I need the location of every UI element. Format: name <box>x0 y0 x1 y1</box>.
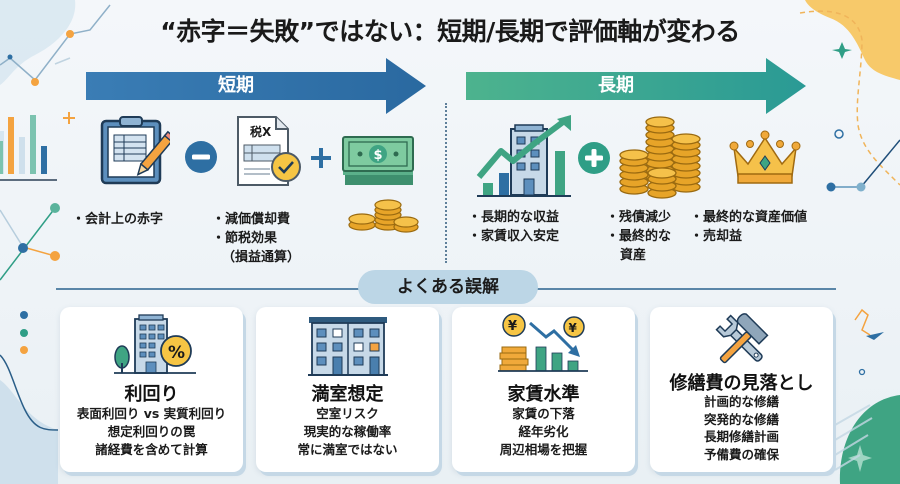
short-long-divider <box>445 103 447 263</box>
plus-circle-icon <box>578 142 610 174</box>
svg-text:¥: ¥ <box>508 319 517 334</box>
card-lines: 家賃の下落 経年劣化 周辺相場を把握 <box>452 405 635 459</box>
svg-text:¥: ¥ <box>569 321 578 335</box>
misconception-card-rent-level: ¥ ¥ 家賃水準 家賃の下落 経年劣化 周辺相場を把握 <box>452 307 635 472</box>
decor-plus-left <box>63 112 75 124</box>
decor-bar-chart-left <box>0 115 57 181</box>
decor-wave-bottom-left <box>0 380 58 484</box>
bullet-continuation: 資産 <box>620 248 647 263</box>
card-line: 周辺相場を把握 <box>499 442 588 457</box>
building-percent-icon: % <box>114 314 196 374</box>
bullet-item: ・残債減少 <box>606 210 672 225</box>
minus-circle-icon <box>185 141 217 173</box>
card-title: 満室想定 <box>311 384 384 405</box>
plus-icon <box>311 148 331 168</box>
tax-document-check-icon: 税X <box>237 116 301 186</box>
decor-blob-top-right <box>805 0 900 80</box>
misconceptions-heading: よくある誤解 <box>358 270 538 304</box>
clipboard-pencil-icon <box>100 116 170 185</box>
misconceptions-line-right <box>536 288 836 290</box>
decor-line-chart-top-left <box>0 4 111 82</box>
bullet-item: ・最終的な <box>606 229 672 244</box>
long-term-label: 長期 <box>598 75 634 96</box>
bullet-item: ・長期的な収益 <box>468 210 560 225</box>
short-term-col1-bullets: ・会計上の赤字 <box>72 210 163 229</box>
card-line: 経年劣化 <box>518 424 569 439</box>
card-title: 修繕費の見落とし <box>669 373 814 394</box>
card-line: 常に満室ではない <box>297 442 398 457</box>
building-growth-chart-icon <box>476 115 571 197</box>
coin-stacks-icon <box>619 116 701 199</box>
long-term-col1-bullets: ・長期的な収益 ・家賃収入安定 <box>468 208 559 246</box>
yen-decline-chart-icon: ¥ ¥ <box>498 313 588 372</box>
misconception-card-repair-costs: 修繕費の見落とし 計画的な修繕 突発的な修繕 長期修繕計画 予備費の確保 <box>650 307 833 472</box>
page-title: “赤字＝失敗”ではない：短期/長期で評価軸が変わる <box>160 17 740 46</box>
tax-label: 税X <box>250 124 272 139</box>
card-title: 家賃水準 <box>507 384 580 405</box>
card-lines: 表面利回り vs 実質利回り 想定利回りの罠 諸経費を含めて計算 <box>60 405 243 459</box>
card-line: 諸経費を含めて計算 <box>95 442 208 457</box>
svg-text:$: $ <box>374 148 383 163</box>
hammer-wrench-icon <box>715 313 769 364</box>
bullet-item: ・売却益 <box>690 229 743 244</box>
card-line: 表面利回り vs 実質利回り <box>76 406 227 421</box>
bullet-note: （損益通算） <box>222 250 301 265</box>
cash-and-coins-icon: $ <box>342 136 419 233</box>
card-line: 予備費の確保 <box>703 446 779 462</box>
card-title: 利回り <box>124 384 179 405</box>
card-line: 突発的な修繕 <box>703 411 779 427</box>
misconception-card-full-occupancy: 満室想定 空室リスク 現実的な稼働率 常に満室ではない <box>256 307 439 472</box>
bullet-item: ・減価償却費 <box>212 212 291 227</box>
card-line: 長期修繕計画 <box>703 429 779 444</box>
apartment-building-icon <box>308 317 388 376</box>
long-term-col2-bullets: ・残債減少 ・最終的な 資産 <box>606 208 671 265</box>
misconception-card-yield: % 利回り 表面利回り vs 実質利回り 想定利回りの罠 諸経費を含めて計算 <box>60 307 243 472</box>
card-line: 計画的な修繕 <box>703 394 779 409</box>
crown-icon <box>729 130 801 184</box>
card-lines: 計画的な修繕 突発的な修繕 長期修繕計画 予備費の確保 <box>650 393 833 463</box>
misconceptions-line-left <box>56 288 360 290</box>
card-line: 家賃の下落 <box>512 406 575 421</box>
card-line: 現実的な稼働率 <box>303 424 392 439</box>
decor-blob-top-left <box>0 0 76 85</box>
svg-text:%: % <box>168 343 185 363</box>
bullet-item: ・家賃収入安定 <box>468 229 560 244</box>
card-line: 空室リスク <box>316 406 379 421</box>
bullet-item: ・最終的な資産価値 <box>690 210 808 225</box>
card-lines: 空室リスク 現実的な稼働率 常に満室ではない <box>256 405 439 459</box>
short-term-col2-bullets: ・減価償却費 ・節税効果 （損益通算） <box>212 210 300 267</box>
short-term-label: 短期 <box>218 75 254 96</box>
decor-sparkle <box>832 42 852 59</box>
long-term-col3-bullets: ・最終的な資産価値 ・売却益 <box>690 208 807 246</box>
long-term-arrow: 長期 <box>466 58 806 114</box>
card-line: 想定利回りの罠 <box>107 424 196 439</box>
bullet-item: ・会計上の赤字 <box>72 212 164 227</box>
bullet-item: ・節税効果 <box>212 231 278 246</box>
short-term-arrow: 短期 <box>86 58 426 114</box>
decor-blob-bottom-right <box>839 395 900 484</box>
